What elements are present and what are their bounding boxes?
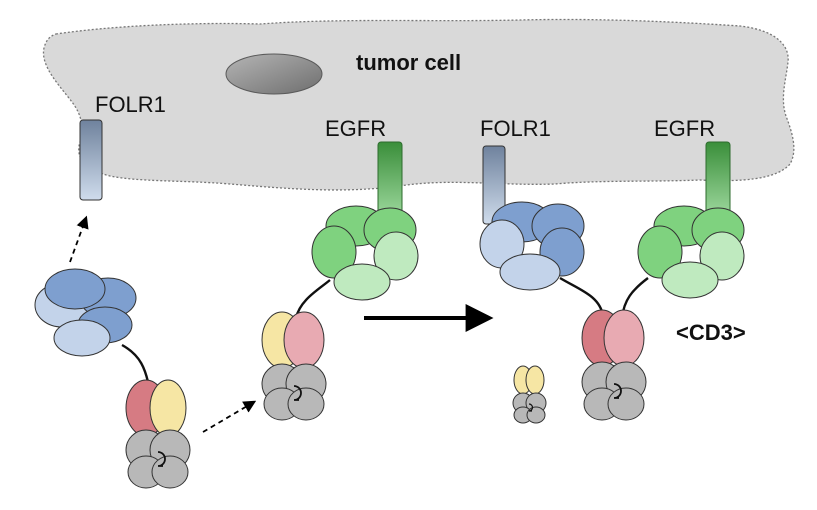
green-light-domain [373, 231, 419, 281]
cd3-label: <CD3> [676, 320, 746, 345]
knob-hole-icon [528, 403, 534, 412]
knob-hole-icon [293, 385, 302, 401]
linker [559, 276, 605, 317]
yellow-domain [149, 379, 187, 437]
nucleus [225, 53, 323, 95]
tumor-cell-label: tumor cell [356, 50, 461, 75]
antibody-egfr-bound [261, 205, 419, 421]
blue-domain [44, 268, 106, 310]
antibody-dual-bound [479, 201, 745, 421]
egfr-label-middle: EGFR [325, 116, 386, 141]
dashed-arrow-to-egfr-binder [202, 400, 257, 433]
yellow-domain [525, 365, 545, 395]
green-light-domain [661, 261, 719, 299]
folr1-label-right: FOLR1 [480, 116, 551, 141]
tumor-cell-membrane [42, 18, 795, 191]
pink-domain [603, 309, 645, 367]
antibody-unbound-left [34, 268, 191, 489]
released-fragment [512, 365, 547, 424]
green-domain [637, 225, 683, 279]
gray-domain [607, 387, 645, 421]
blue-light-domain [499, 253, 561, 291]
knob-hole-icon [157, 451, 166, 467]
gray-domain [287, 387, 325, 421]
blue-domain [53, 319, 111, 357]
folr1-label-left: FOLR1 [95, 92, 166, 117]
knob-hole-icon [613, 383, 622, 399]
pink-domain [283, 311, 325, 369]
green-light-domain [333, 263, 391, 301]
egfr-label-right: EGFR [654, 116, 715, 141]
gray-domain [151, 455, 189, 489]
gray-domain [526, 406, 546, 424]
dashed-arrow-to-folr1 [69, 215, 89, 263]
green-domain [311, 225, 357, 279]
folr1-receptor-left [79, 119, 103, 201]
